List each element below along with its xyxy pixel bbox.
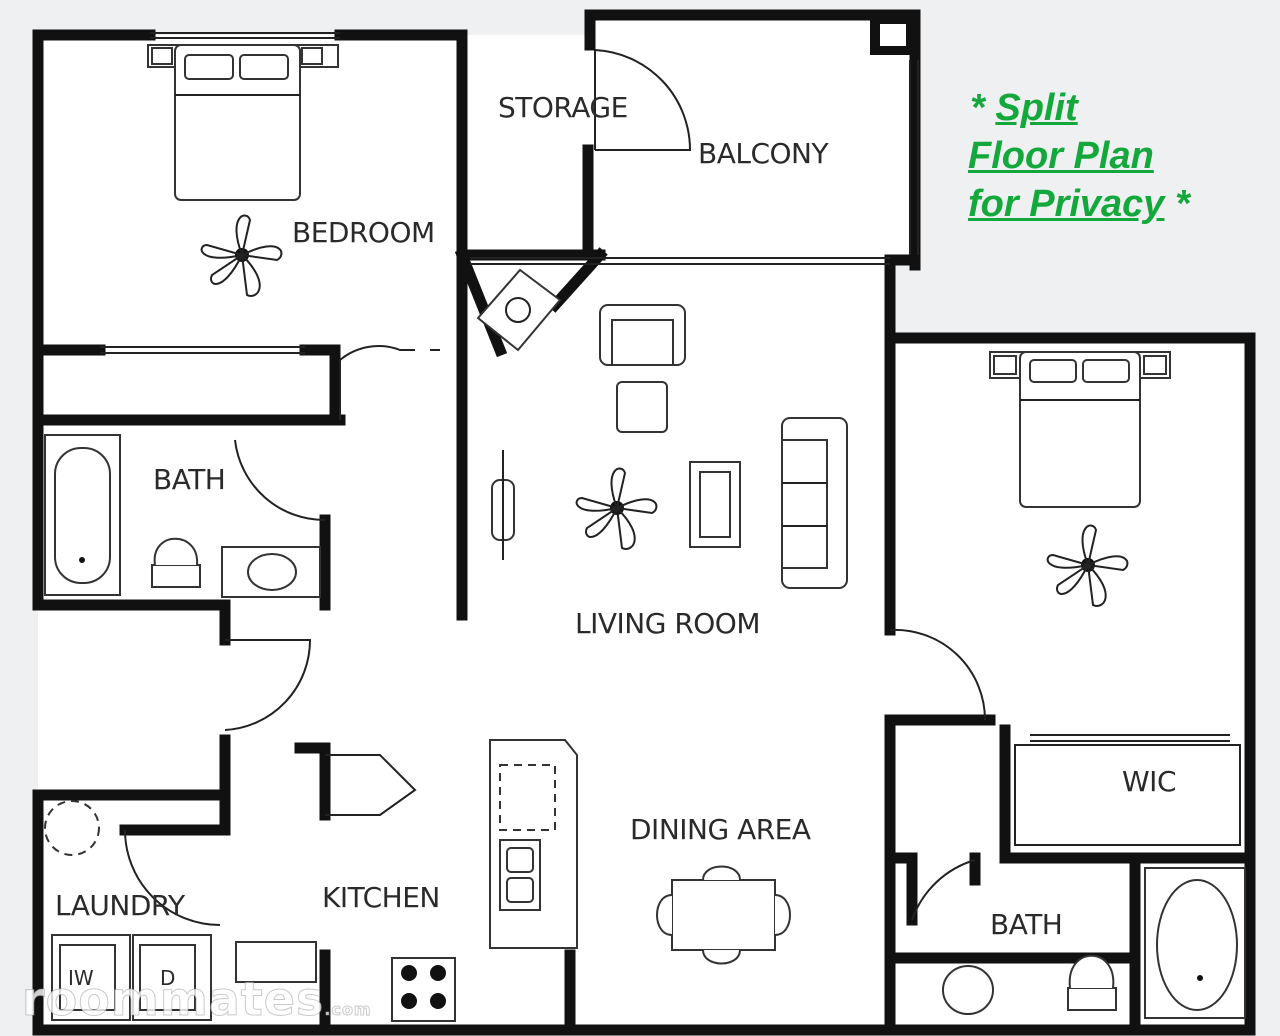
water-heater	[476, 268, 562, 352]
walls	[32, 9, 1256, 1036]
label-balcony: BALCONY	[698, 137, 829, 170]
refrigerator	[235, 941, 317, 983]
washer	[51, 934, 131, 1021]
label-kitchen: KITCHEN	[322, 881, 440, 914]
sink-bath2	[942, 965, 994, 1015]
toilet-bath2	[1067, 954, 1117, 1011]
label-storage: STORAGE	[498, 91, 628, 124]
promo-asterisk: *	[970, 87, 996, 129]
ceiling-fan-bedroom1	[200, 214, 283, 297]
label-dining: DINING AREA	[630, 813, 811, 846]
dryer	[132, 934, 212, 1021]
ottoman	[616, 381, 668, 433]
bathtub-bath2	[1144, 867, 1246, 1019]
toilet-bath1	[151, 537, 201, 588]
promo-split: Split	[995, 87, 1078, 129]
dryer-label: D	[160, 966, 175, 990]
floor-area	[38, 15, 1250, 1030]
sink-bath1	[221, 546, 321, 598]
bed-bedroom2	[989, 351, 1171, 508]
promo-line2: Floor Plan	[968, 132, 1154, 180]
promo-floor-plan: Floor Plan	[968, 135, 1154, 177]
label-bedroom1: BEDROOM	[292, 216, 435, 249]
watermark: roommates.com	[21, 972, 372, 1027]
windows	[100, 32, 1230, 742]
watermark-text: roommates	[21, 972, 325, 1027]
kitchen-counter	[489, 739, 578, 949]
label-laundry: LAUNDRY	[55, 889, 186, 922]
promo-asterisk-end: *	[1164, 183, 1190, 225]
armchair	[599, 304, 686, 366]
ceiling-fan-living	[575, 467, 658, 550]
washer-label: IW	[68, 966, 94, 990]
label-bath1: BATH	[153, 463, 225, 496]
doors	[124, 49, 987, 926]
bathtub-bath1	[44, 434, 121, 596]
promo-line3: for Privacy *	[968, 180, 1190, 228]
promo-for-privacy: for Privacy	[968, 183, 1165, 225]
water-heater-laundry	[44, 800, 100, 856]
dining-table	[656, 865, 791, 965]
stove	[391, 957, 456, 1022]
label-bath2: BATH	[990, 908, 1062, 941]
ceiling-fan-bedroom2	[1046, 524, 1129, 607]
sofa	[781, 417, 848, 589]
watermark-suffix: .com	[324, 1000, 372, 1020]
tv-stand	[491, 450, 515, 560]
promo-line1: * Split	[970, 84, 1078, 132]
coffee-table	[689, 461, 741, 548]
label-living: LIVING ROOM	[575, 607, 760, 640]
wic-shelving	[1014, 744, 1241, 846]
bed-bedroom1	[147, 44, 339, 201]
label-wic: WIC	[1122, 765, 1176, 798]
